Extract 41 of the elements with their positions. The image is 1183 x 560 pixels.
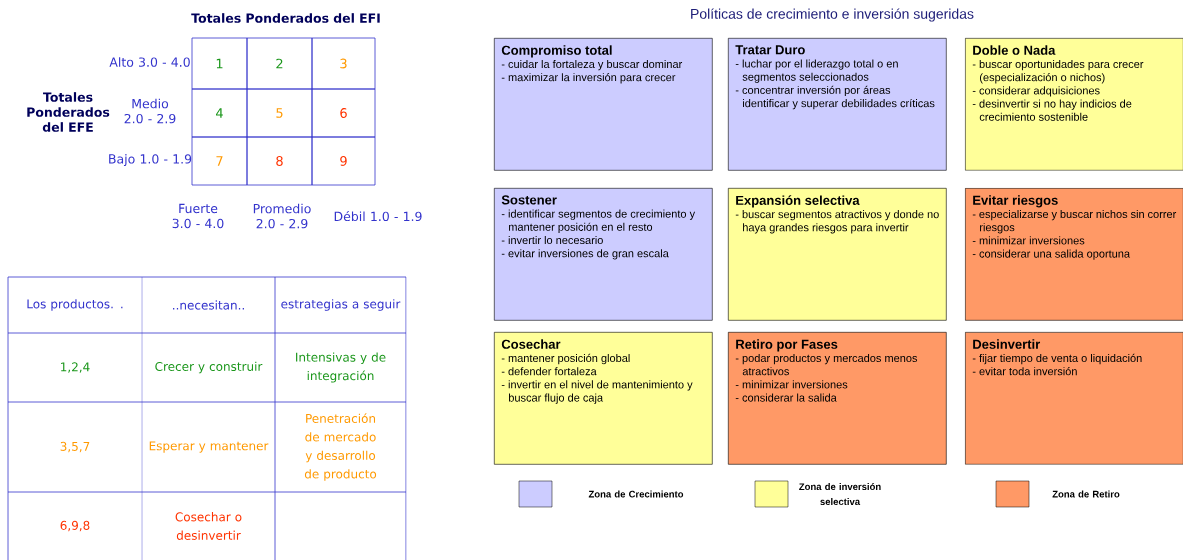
title: Políticas de crecimiento e inversión sugeridas	[691, 8, 974, 22]
strategy-box: Expansión selectiva - buscar segmentos atractivos y donde no haya grandes riesgos para invertir	[728, 188, 947, 321]
axis-label: Bajo 1.0 - 1.9	[109, 153, 192, 167]
table-text: estrategias a seguir	[281, 299, 401, 311]
axis-title: Totales Ponderados del EFE	[27, 92, 110, 132]
table-text: Crecer y construir	[155, 361, 263, 374]
grid-cell: 1	[191, 37, 248, 90]
table-text: 1,2,4	[61, 362, 90, 373]
table-text: ..necesitan..	[173, 300, 244, 310]
table-text: 3,5,7	[60, 441, 90, 453]
strategy-box: Desinvertir - fijar tiempo de venta o liquidación - evitar toda inversión	[965, 332, 1183, 465]
strategy-box: Compromiso total - cuidar la fortaleza y buscar dominar - maximizar la inversión para crecer	[494, 38, 713, 171]
axis-label: Alto 3.0 - 4.0	[109, 57, 190, 67]
grid-cell: 7	[191, 136, 248, 186]
table-text: 6,9,8	[60, 520, 90, 532]
grid-cell: 4	[191, 88, 248, 138]
table-text: Esperar y mantener	[149, 441, 269, 453]
strategy-box: Evitar riesgos - especializarse y buscar nichos sin correr riesgos - minimizar inversiones - considerar una salida oportuna	[965, 188, 1183, 321]
strategy-box: Sostener - identificar segmentos de crecimiento y mantener posición en el resto - invertir lo necesario - evitar inversiones de gran escala	[494, 188, 713, 321]
strategy-box: Doble o Nada - buscar oportunidades para crecer (especialización o nichos) - considerar adquisiciones - desinvertir si no hay indicios de crecimiento sostenible	[965, 38, 1183, 171]
axis-label: Promedio 2.0 - 2.9	[253, 203, 311, 229]
table-text: Penetración de mercado y desarrollo de producto	[304, 413, 377, 481]
legend-label: Zona de Retiro	[1052, 490, 1120, 498]
strategy-box: Cosechar - mantener posición global - defender fortaleza - invertir en el nivel de mantenimiento y buscar flujo de caja	[494, 332, 713, 465]
grid-cell: 6	[311, 88, 376, 138]
axis-label: Medio 2.0 - 2.9	[124, 98, 176, 124]
grid-cell: 5	[246, 88, 313, 138]
grid-cell: 8	[246, 136, 313, 186]
axis-title: Totales Ponderados del EFI	[191, 13, 380, 23]
strategy-box: Tratar Duro - luchar por el liderazgo total o en segmentos seleccionados - concentrar inversión por áreas identificar y superar debilidades críticas	[728, 38, 947, 171]
grid-cell: 2	[246, 37, 313, 90]
table-text: Cosechar o desinvertir	[175, 512, 242, 540]
legend-label: Zona de inversión selectiva	[799, 483, 881, 506]
axis-label: Débil 1.0 - 1.9	[334, 210, 422, 222]
table-text: Los productos. .	[27, 299, 123, 311]
strategy-box: Retiro por Fases - podar productos y mercados menos atractivos - minimizar inversiones - considerar la salida	[728, 332, 947, 465]
grid-cell: 9	[311, 136, 376, 186]
grid-cell: 3	[311, 37, 376, 90]
table-text: Intensivas y de integración	[296, 352, 386, 383]
legend-label: Zona de Crecimiento	[588, 490, 684, 498]
axis-label: Fuerte 3.0 - 4.0	[172, 203, 224, 229]
